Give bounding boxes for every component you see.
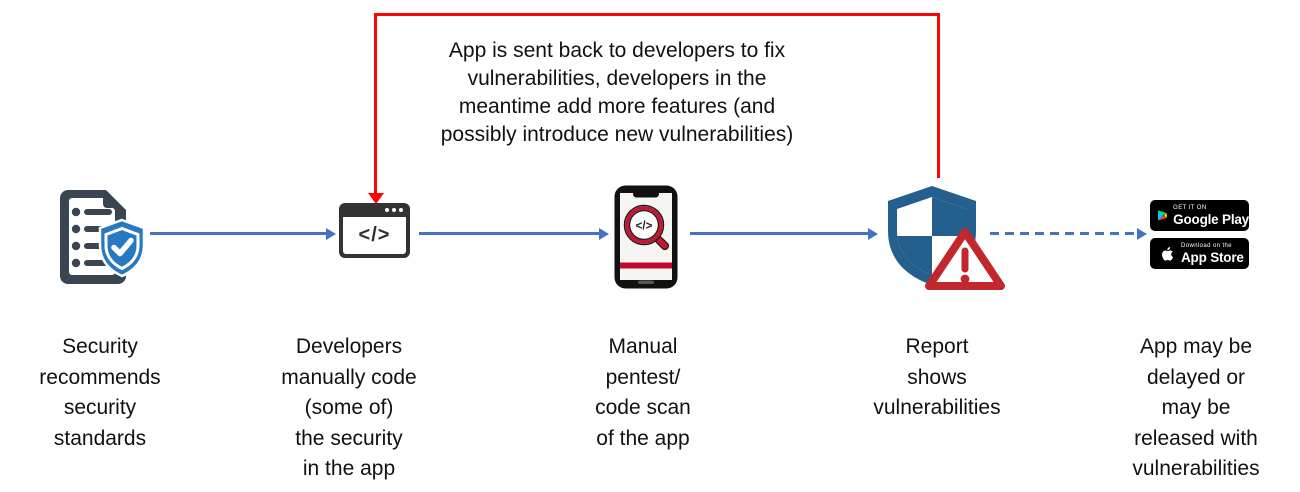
magnifier-icon: </> xyxy=(623,204,670,251)
feedback-arrow-right-segment xyxy=(937,13,940,178)
badge-store-name: Google Play xyxy=(1173,212,1249,227)
caption-line: in the app xyxy=(302,457,396,480)
caption-line: the security xyxy=(295,426,403,450)
release-arrow-dashed xyxy=(990,232,1137,235)
check-shield-icon xyxy=(98,218,146,278)
caption-line: (some of) xyxy=(304,396,394,419)
google-play-icon xyxy=(1158,210,1168,221)
google-play-badge: GET IT ON Google Play xyxy=(1150,200,1249,231)
caption-line: security xyxy=(63,396,137,419)
app-store-badge: Download on the App Store xyxy=(1150,238,1249,269)
caption-line: of the app xyxy=(596,426,690,450)
feedback-note-line: App is sent back to developers to fix xyxy=(448,39,786,62)
step-caption-manual-pentest: Manual pentest/ code scan of the app xyxy=(523,332,763,454)
step-caption-release: App may be delayed or may be released wi… xyxy=(1076,332,1300,485)
code-glyph: </> xyxy=(343,217,406,254)
flow-arrow-3 xyxy=(690,232,868,235)
caption-line: Manual xyxy=(608,335,678,358)
caption-line: vulnerabilities xyxy=(1132,457,1260,480)
feedback-note-line: possibly introduce new vulnerabilities) xyxy=(440,123,794,146)
flow-arrow-2 xyxy=(419,232,599,235)
feedback-arrow-top-segment xyxy=(374,13,940,16)
release-arrow-head-icon xyxy=(1137,227,1147,240)
badge-store-name: App Store xyxy=(1181,250,1244,265)
caption-line: released with xyxy=(1134,426,1258,450)
flow-arrow-3-head-icon xyxy=(868,227,878,240)
caption-line: pentest/ xyxy=(605,365,681,389)
feedback-note-line: meantime add more features (and xyxy=(458,95,776,118)
magnifier-code-glyph: </> xyxy=(636,221,653,233)
document-shield-check-icon xyxy=(60,190,146,284)
caption-line: vulnerabilities xyxy=(873,396,1001,419)
flow-arrow-2-head-icon xyxy=(599,227,609,240)
feedback-arrowhead-icon xyxy=(367,193,384,204)
warning-triangle-icon xyxy=(925,228,1005,290)
caption-line: delayed or xyxy=(1146,365,1246,389)
badge-tagline: Download on the xyxy=(1181,243,1233,249)
step-caption-report: Report shows vulnerabilities xyxy=(817,332,1057,424)
caption-line: App may be xyxy=(1139,335,1253,358)
flow-arrow-1 xyxy=(150,232,326,235)
caption-line: may be xyxy=(1161,396,1231,419)
feedback-note-line: vulnerabilities, developers in the xyxy=(467,67,767,90)
caption-line: shows xyxy=(907,365,967,389)
shield-warning-icon xyxy=(888,186,976,285)
feedback-note: App is sent back to developers to fix vu… xyxy=(417,37,817,149)
caption-line: standards xyxy=(53,426,147,450)
caption-line: manually code xyxy=(281,365,417,389)
step-caption-developers-code: Developers manually code (some of) the s… xyxy=(229,332,469,485)
caption-line: Report xyxy=(905,335,969,358)
flow-arrow-1-head-icon xyxy=(326,227,336,240)
apple-icon xyxy=(1162,246,1174,261)
badge-tagline: GET IT ON xyxy=(1173,205,1207,211)
feedback-arrow-left-segment xyxy=(374,13,377,194)
caption-line: Security xyxy=(62,335,138,358)
window-dots-icon xyxy=(385,208,403,212)
caption-line: recommends xyxy=(39,365,161,389)
step-caption-security-standards: Security recommends security standards xyxy=(0,332,220,454)
phone-code-scan-icon: </> xyxy=(614,185,678,289)
code-window-icon: </> xyxy=(339,203,410,258)
caption-line: Developers xyxy=(295,335,403,358)
caption-line: code scan xyxy=(595,396,691,419)
